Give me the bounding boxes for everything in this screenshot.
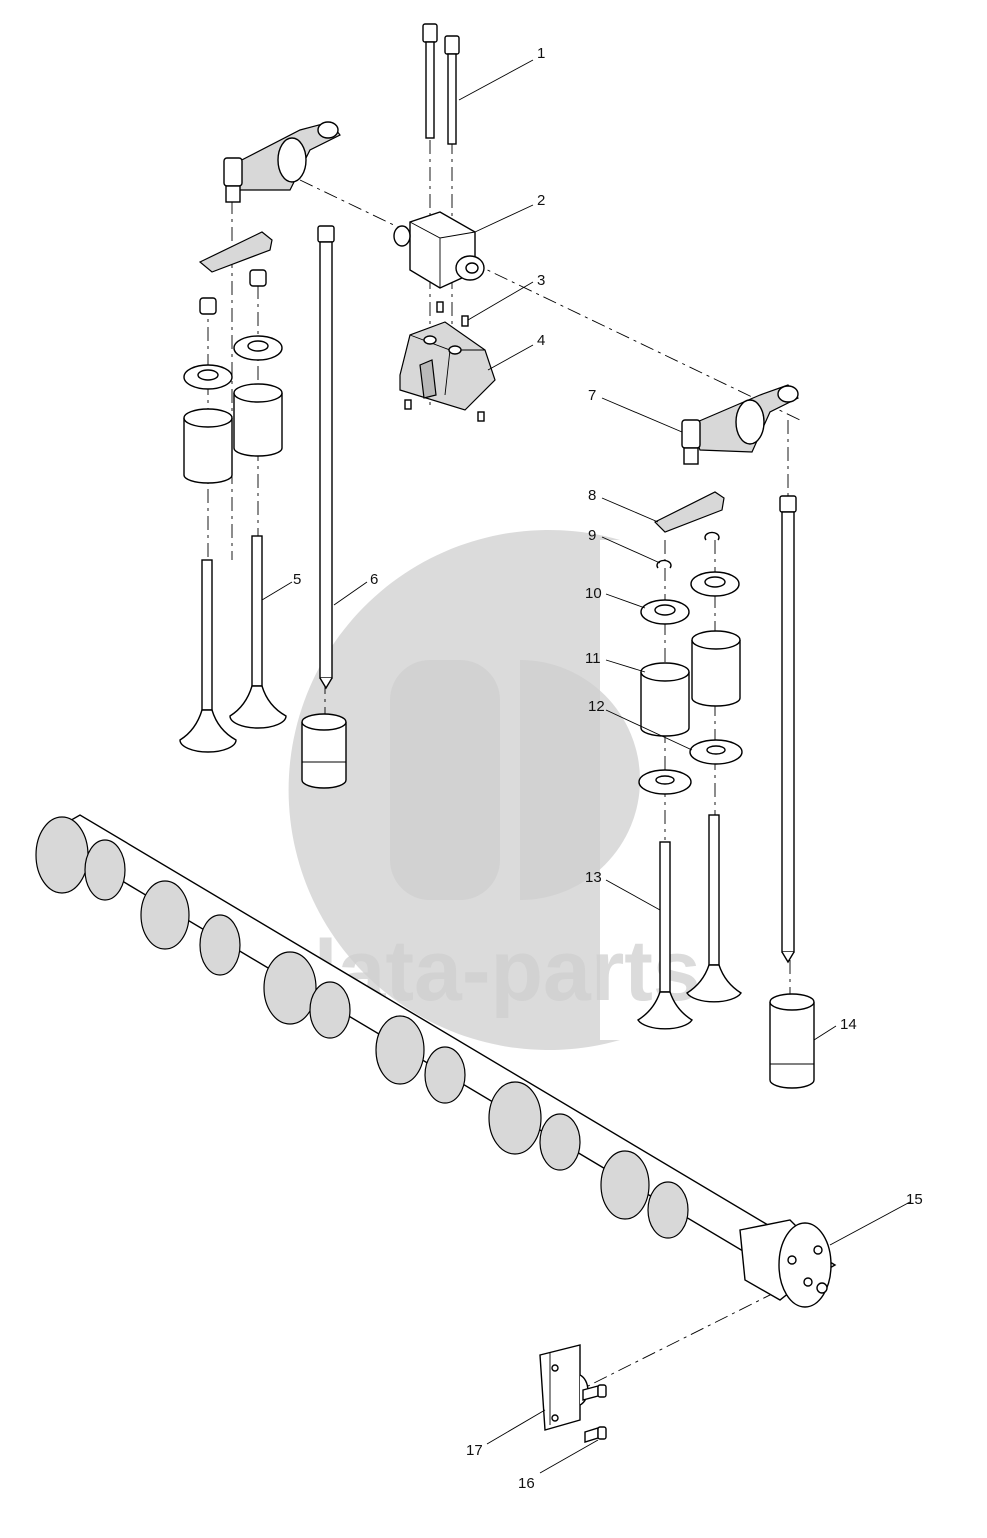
tappet-right: [769, 993, 815, 1089]
rocker-arm-right: [681, 384, 799, 465]
callout-7: 7: [588, 387, 596, 404]
callout-11: 11: [585, 650, 601, 667]
spring-covers-left: [183, 383, 283, 484]
callout-17: 17: [466, 1442, 483, 1459]
callout-1: 1: [537, 45, 545, 62]
watermark: data-parts: [285, 530, 701, 1050]
valve-bridge-left: [198, 231, 273, 315]
support-bracket: [399, 321, 496, 411]
push-rod-left: [317, 225, 335, 690]
callouts: 1 2 3 4 5 6 7 8 9 10 11 12 13 14 15 16 1…: [293, 45, 923, 1492]
thrust-plate: [539, 1344, 589, 1431]
rocker-block: [393, 211, 485, 289]
valves-right: [637, 814, 742, 1030]
callout-13: 13: [585, 869, 602, 886]
tappet-left: [301, 713, 347, 789]
valves-left: [179, 535, 287, 753]
callout-8: 8: [588, 487, 596, 504]
spring-covers-right: [640, 630, 741, 737]
callout-10: 10: [585, 585, 602, 602]
callout-14: 14: [840, 1016, 857, 1033]
collets-right: [656, 531, 720, 569]
valve-bridge-right: [653, 491, 725, 533]
callout-16: 16: [518, 1475, 535, 1492]
callout-6: 6: [370, 571, 378, 588]
push-rod-right: [779, 495, 797, 964]
callout-3: 3: [537, 272, 545, 289]
callout-5: 5: [293, 571, 301, 588]
callout-12: 12: [588, 698, 605, 715]
callout-4: 4: [537, 332, 545, 349]
rocker-arm-left: [223, 121, 341, 203]
camshaft: [35, 814, 837, 1308]
callout-9: 9: [588, 527, 596, 544]
leader-lines: [261, 59, 911, 1474]
spring-seats-left: [183, 335, 283, 390]
screws: [582, 1384, 607, 1443]
callout-15: 15: [906, 1191, 923, 1208]
callout-2: 2: [537, 192, 545, 209]
bolts: [422, 23, 460, 145]
spring-seats-right: [640, 571, 740, 625]
washers-right: [638, 739, 743, 795]
pins: [404, 301, 485, 422]
